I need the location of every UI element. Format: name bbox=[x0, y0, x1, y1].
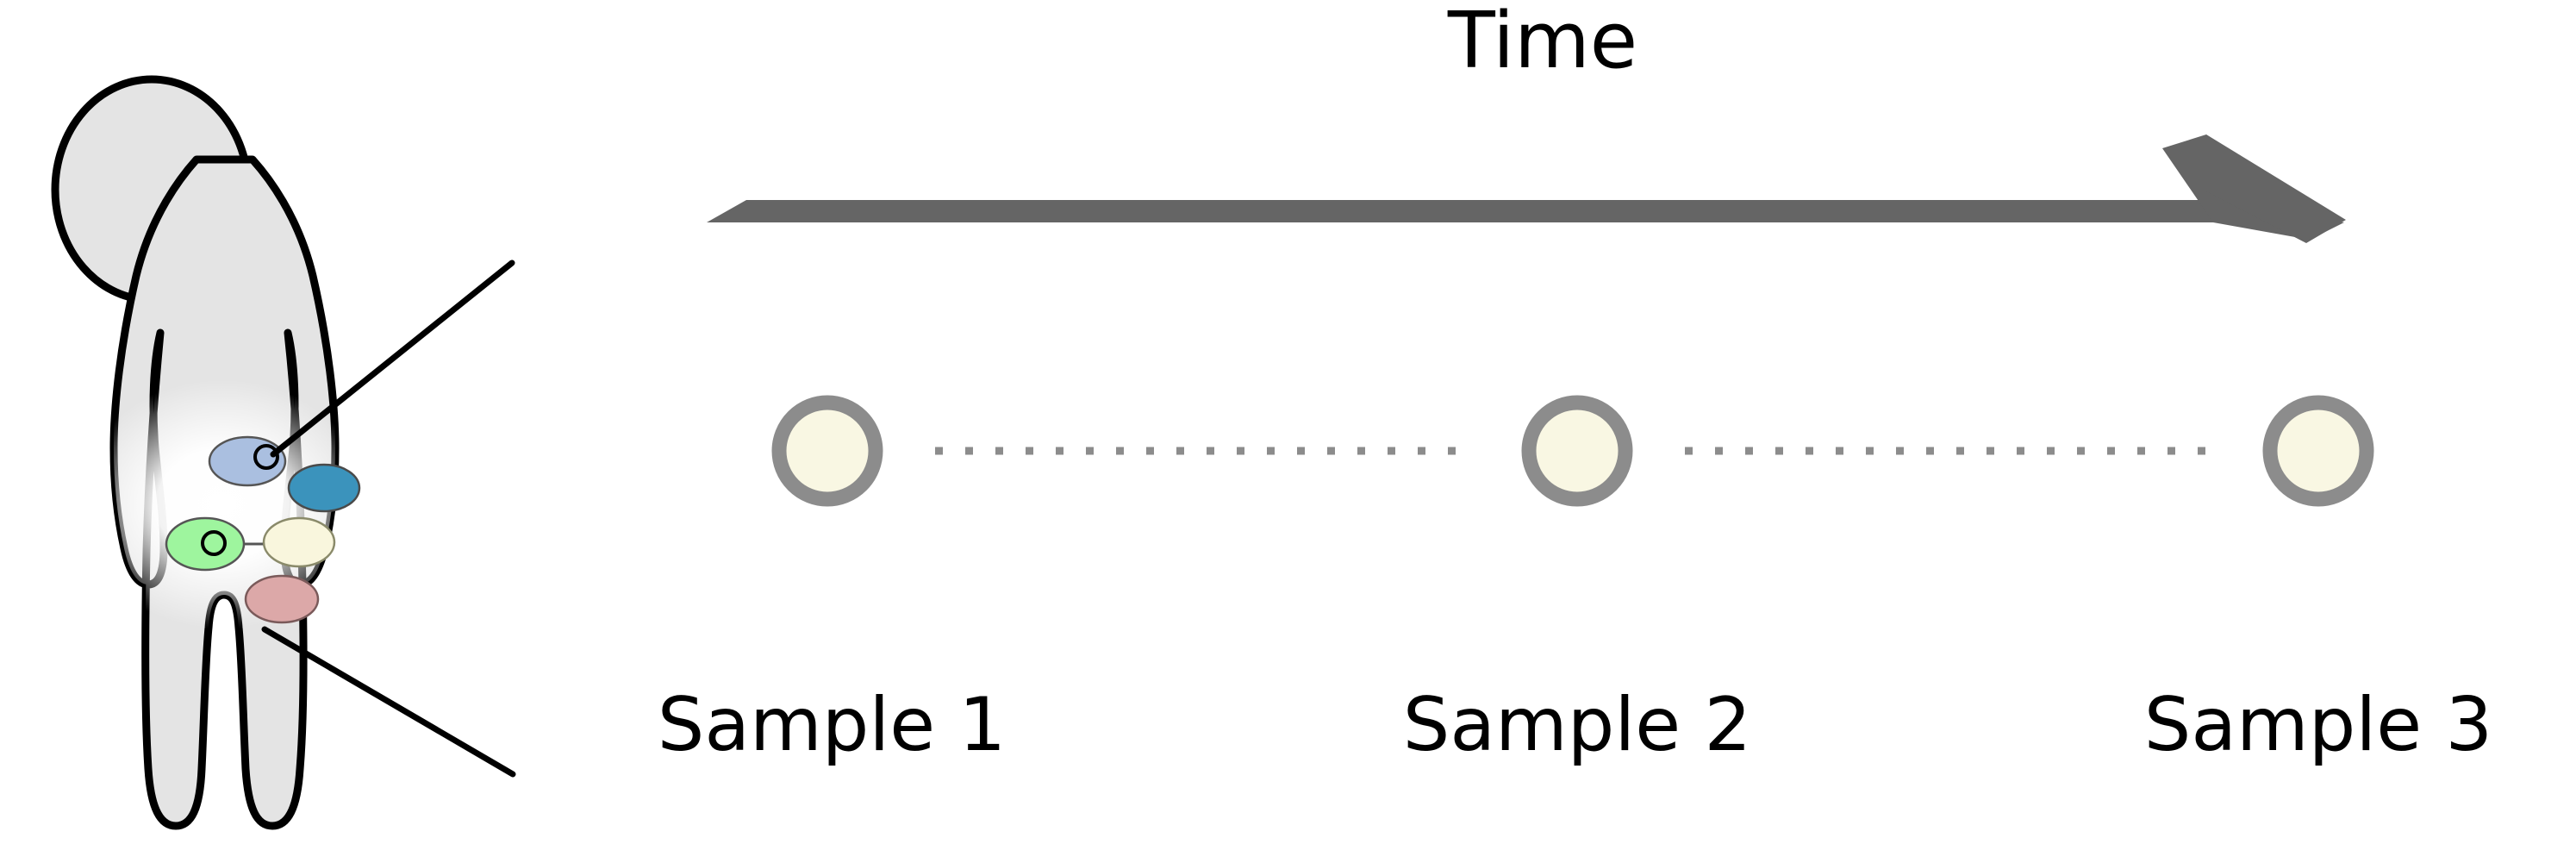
sample-label-3: Sample 3 bbox=[2144, 682, 2493, 768]
sample-node-1-circle[interactable] bbox=[771, 395, 883, 507]
time-arrow-head-lower bbox=[2206, 134, 2346, 243]
microbe-cream bbox=[262, 516, 336, 568]
sample-node-2[interactable] bbox=[1521, 395, 1633, 507]
sample-node-3-circle[interactable] bbox=[2262, 395, 2374, 507]
leader-line-lower bbox=[261, 626, 516, 778]
human-figure-group bbox=[51, 75, 516, 830]
microbe-teal bbox=[287, 463, 361, 513]
microbe-periwinkle-nucleus bbox=[253, 444, 279, 470]
sample-label-2: Sample 2 bbox=[1403, 682, 1752, 768]
microbe-green-nucleus bbox=[201, 530, 227, 556]
sample-label-1: Sample 1 bbox=[658, 682, 1007, 768]
microbe-periwinkle bbox=[208, 435, 287, 487]
microbe-rose bbox=[244, 574, 320, 624]
sample-node-2-circle[interactable] bbox=[1521, 395, 1633, 507]
time-arrow-shaft bbox=[707, 200, 2303, 222]
leader-line-upper bbox=[270, 259, 515, 458]
time-arrow-group bbox=[707, 134, 2346, 243]
time-axis-label: Time bbox=[1447, 0, 1637, 86]
sample-node-3[interactable] bbox=[2262, 395, 2374, 507]
sample-node-1[interactable] bbox=[771, 395, 883, 507]
microbiome-cluster bbox=[165, 435, 361, 624]
microbe-green bbox=[165, 516, 246, 572]
